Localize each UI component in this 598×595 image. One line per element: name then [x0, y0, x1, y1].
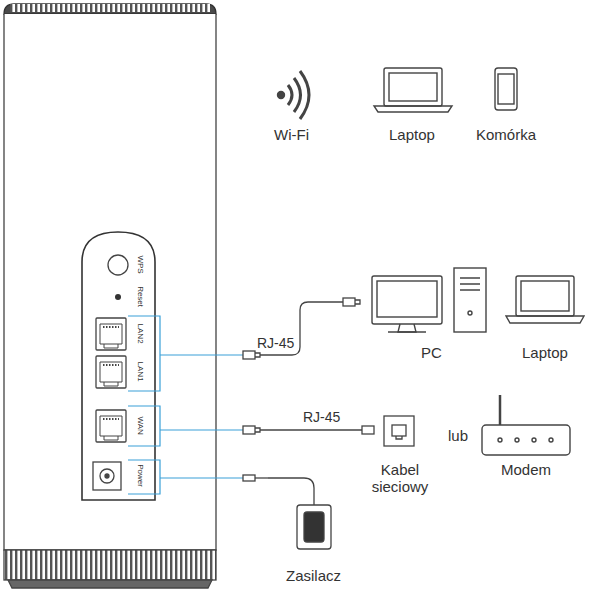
port-label: LAN2 [135, 324, 144, 344]
port-label: LAN1 [135, 362, 144, 382]
device-label: PC [421, 344, 442, 361]
port-brackets [128, 316, 243, 494]
device-label: Komórka [476, 126, 536, 143]
device-label: Wi-Fi [274, 126, 309, 143]
device-label: RJ-45 [257, 335, 294, 351]
port-label: WAN [136, 416, 145, 434]
port-label: WPS [136, 255, 145, 273]
device-label: RJ-45 [303, 409, 340, 425]
device-label: Modem [501, 461, 551, 478]
port-label: Reset [136, 286, 145, 307]
device-label: Zasilacz [286, 567, 341, 584]
device-label: Laptop [522, 344, 568, 361]
devices [278, 68, 585, 455]
port-label: Power [136, 464, 145, 487]
cables [243, 298, 414, 549]
device-label: lub [448, 427, 468, 444]
device-label: Laptop [389, 126, 435, 143]
device-label: Kabel sieciowy [360, 461, 440, 496]
router [4, 4, 216, 588]
